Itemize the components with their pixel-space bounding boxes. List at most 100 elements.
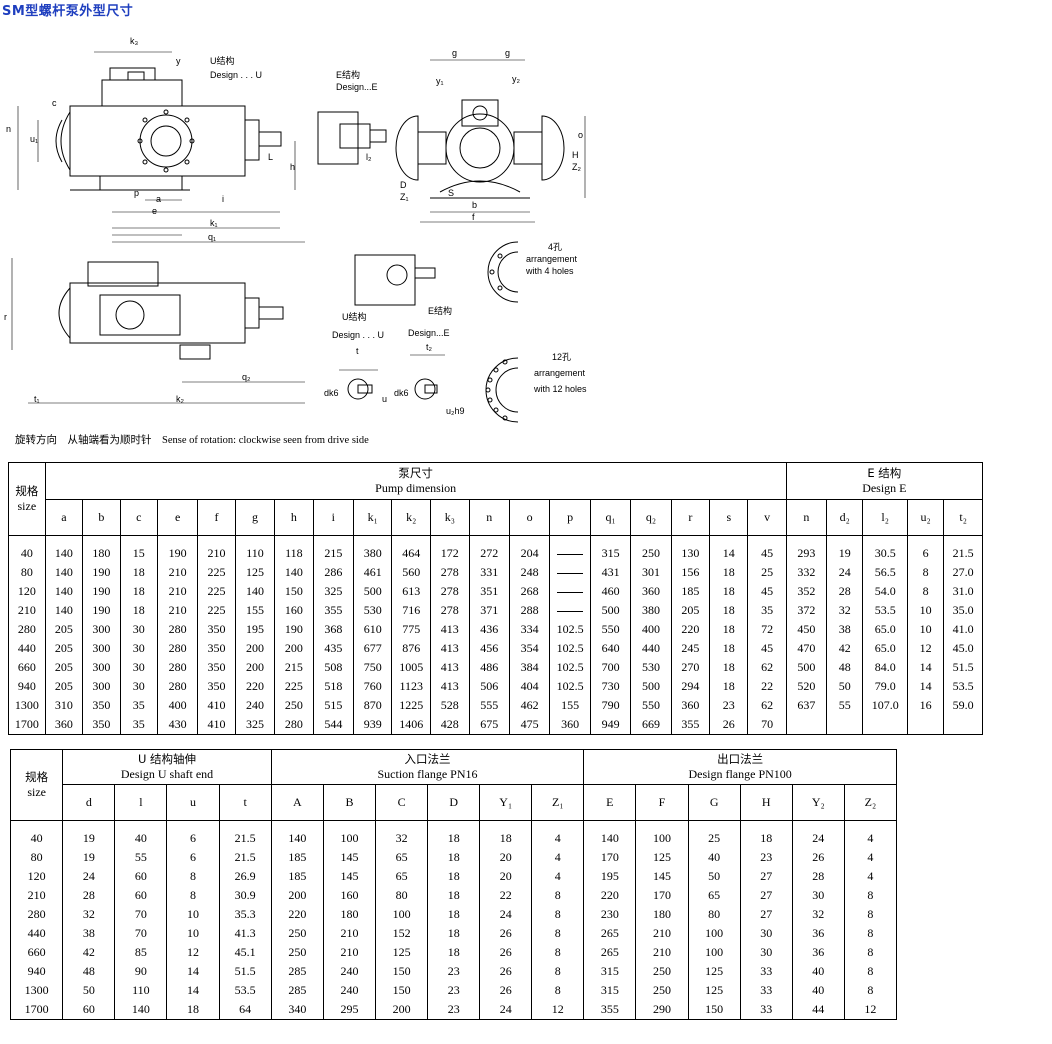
value-cell: 360 xyxy=(549,715,591,735)
value-cell: 33 xyxy=(739,962,793,981)
value-cell: 18 xyxy=(119,563,158,582)
table1-col-header: h xyxy=(274,499,314,536)
value-cell: 41.3 xyxy=(218,924,272,943)
table2-col-header: C xyxy=(375,784,429,821)
table1-col-header: u₂ xyxy=(906,499,945,536)
value-cell: 6 xyxy=(906,535,945,563)
value-cell: 1225 xyxy=(391,696,432,715)
value-cell: 26 xyxy=(479,981,533,1000)
value-cell: 18 xyxy=(709,658,749,677)
value-cell: 8 xyxy=(843,981,898,1000)
value-cell: 31.0 xyxy=(943,582,983,601)
label-u: u xyxy=(382,394,387,404)
value-cell: 18 xyxy=(479,820,533,848)
value-cell: 8 xyxy=(531,981,585,1000)
value-cell: 102.5 xyxy=(549,677,591,696)
value-cell: 18 xyxy=(119,582,158,601)
label-dk6: dk6 xyxy=(324,388,339,398)
value-cell: 50 xyxy=(62,981,116,1000)
table1-col-header: d₂ xyxy=(826,499,864,536)
value-cell: 102.5 xyxy=(549,658,591,677)
value-cell: 18 xyxy=(739,820,793,848)
value-cell: 20 xyxy=(479,848,533,867)
label-k1: k₁ xyxy=(210,218,218,228)
value-cell: 325 xyxy=(312,582,355,601)
value-cell: 400 xyxy=(630,620,672,639)
value-cell: 42 xyxy=(62,943,116,962)
value-cell: 32 xyxy=(791,905,845,924)
value-cell: 107.0 xyxy=(862,696,908,715)
label-y1: y₁ xyxy=(436,76,444,86)
value-cell: 145 xyxy=(322,848,377,867)
value-cell: 250 xyxy=(635,962,689,981)
table1-col-header: g xyxy=(234,499,276,536)
value-cell: 152 xyxy=(375,924,429,943)
value-cell: 280 xyxy=(156,620,199,639)
label-design-e2: Design...E xyxy=(408,328,450,338)
value-cell: 140 xyxy=(234,582,276,601)
value-cell: 250 xyxy=(274,696,314,715)
table2-col-header: Z₂ xyxy=(843,784,898,821)
value-cell: 140 xyxy=(44,582,84,601)
value-cell: 669 xyxy=(630,715,672,735)
label-g1: g xyxy=(452,48,457,58)
size-cell: 210 xyxy=(8,601,46,620)
value-cell: 280 xyxy=(156,658,199,677)
value-cell: 380 xyxy=(353,535,393,563)
value-cell: 18 xyxy=(166,1000,220,1020)
value-cell: 53.5 xyxy=(943,677,983,696)
value-cell: 8 xyxy=(843,905,898,924)
label-b: b xyxy=(472,200,477,210)
value-cell: 36 xyxy=(791,924,845,943)
label-u-design: U结构 xyxy=(210,55,235,66)
value-cell xyxy=(826,715,864,735)
table2-col-header: E xyxy=(583,784,637,821)
table1-col-header: k₂ xyxy=(391,499,432,536)
value-cell: 27 xyxy=(739,905,793,924)
label-design-e: Design...E xyxy=(336,82,378,92)
value-cell: 45.0 xyxy=(943,639,983,658)
value-cell: 56.5 xyxy=(862,563,908,582)
value-cell: 210 xyxy=(197,535,236,563)
value-cell: 160 xyxy=(274,601,314,620)
value-cell: 1123 xyxy=(391,677,432,696)
value-cell: 59.0 xyxy=(943,696,983,715)
value-cell: 350 xyxy=(197,658,236,677)
value-cell: 44 xyxy=(791,1000,845,1020)
value-cell: 637 xyxy=(785,696,828,715)
value-cell: 270 xyxy=(670,658,711,677)
value-cell: 210 xyxy=(156,582,199,601)
value-cell: 130 xyxy=(670,535,711,563)
value-cell: 675 xyxy=(468,715,510,735)
value-cell: 150 xyxy=(687,1000,741,1020)
table2-col-header: d xyxy=(62,784,116,821)
value-cell: 19 xyxy=(62,820,116,848)
table1-col-header: e xyxy=(156,499,199,536)
size-cell: 1700 xyxy=(8,715,46,735)
value-cell: 30 xyxy=(119,658,158,677)
value-cell: 300 xyxy=(82,677,121,696)
value-cell: 315 xyxy=(589,535,632,563)
value-cell: 185 xyxy=(270,848,324,867)
end-view xyxy=(395,59,586,223)
value-cell: 220 xyxy=(583,886,637,905)
value-cell: 45 xyxy=(747,582,787,601)
value-cell: 431 xyxy=(589,563,632,582)
value-cell: 6 xyxy=(166,848,220,867)
value-cell: 240 xyxy=(234,696,276,715)
value-cell: 18 xyxy=(427,867,481,886)
value-cell: 30 xyxy=(791,886,845,905)
label-holes12-a: arrangement xyxy=(534,368,586,378)
size-cell: 660 xyxy=(8,658,46,677)
value-cell: 70 xyxy=(114,924,168,943)
value-cell: 413 xyxy=(430,620,470,639)
value-cell: 360 xyxy=(670,696,711,715)
side-view xyxy=(55,67,282,191)
value-cell: 760 xyxy=(353,677,393,696)
